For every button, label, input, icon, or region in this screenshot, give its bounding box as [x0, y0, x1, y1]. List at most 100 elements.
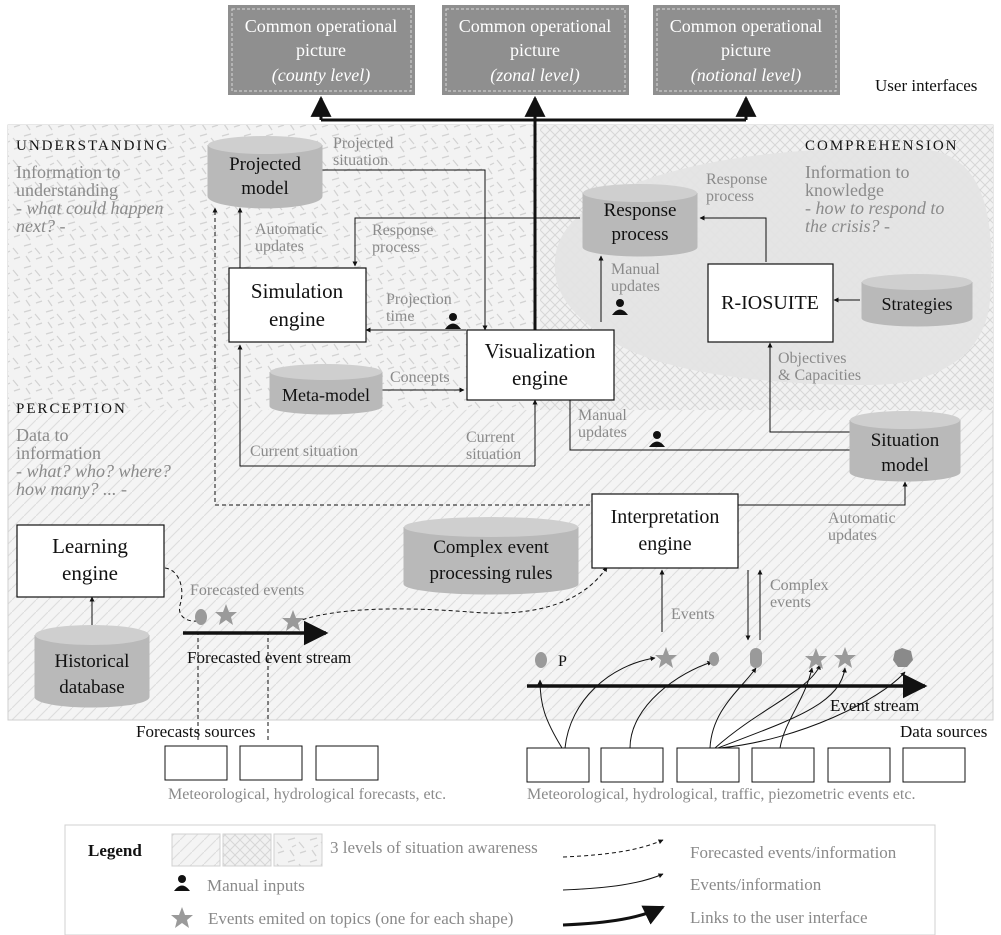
concepts-label: Concepts	[390, 369, 450, 386]
cop-box-notional[interactable]: Common operational picture (notional lev…	[653, 5, 840, 95]
forecasted-event-stream: Forecasted event stream	[183, 604, 351, 667]
projection-time-line2: time	[386, 308, 414, 325]
comprehension-title: COMPREHENSION	[805, 138, 959, 154]
comprehension-line1: Information to	[805, 162, 909, 182]
projected-situation-line1: Projected	[333, 135, 393, 152]
projected-model-node[interactable]: Projected model	[207, 136, 323, 209]
legend-dashed-arrow	[562, 839, 664, 858]
cop-county-line3: (county level)	[272, 65, 370, 86]
response-process-node[interactable]: Response process	[582, 184, 698, 257]
simulation-engine-node[interactable]: Simulation engine	[228, 267, 367, 343]
edge-labels: Projected situation Automatic updates Re…	[190, 135, 896, 623]
cop-zonal-line3: (zonal level)	[490, 65, 579, 86]
understanding-line4: next? -	[16, 216, 65, 236]
event-stream: P Event stream	[527, 647, 928, 715]
manual-updates-resp-line2: updates	[611, 278, 660, 295]
cop-county-line2: picture	[296, 40, 346, 60]
cop-county-line1: Common operational	[245, 16, 397, 36]
perception-line2: information	[16, 443, 101, 463]
comprehension-line2: knowledge	[805, 180, 884, 200]
forecast-star-icon	[282, 610, 304, 631]
user-interfaces-label: User interfaces	[875, 76, 977, 95]
response-process-top-line2: process	[706, 188, 754, 205]
interpretation-engine-line2: engine	[638, 533, 691, 555]
projected-model-line2: model	[241, 178, 289, 199]
forecast-source-box[interactable]	[164, 745, 228, 781]
legend-thick-arrow	[562, 905, 665, 927]
legend-events-info: Events/information	[690, 875, 822, 894]
current-situation-left: Current situation	[250, 443, 358, 460]
cep-rules-line2: processing rules	[430, 563, 553, 584]
complex-events-line2: events	[770, 594, 811, 611]
projection-time-line1: Projection	[386, 291, 452, 308]
meta-model-node[interactable]: Meta-model	[269, 364, 383, 415]
situation-model-node[interactable]: Situation model	[849, 411, 961, 482]
r-iosuite-label: R-IOSUITE	[721, 292, 819, 314]
response-process-edge-line1: Response	[372, 222, 433, 239]
projected-situation-line2: situation	[333, 152, 388, 169]
r-iosuite-node[interactable]: R-IOSUITE	[707, 263, 834, 343]
historical-database-line2: database	[59, 677, 124, 698]
response-process-line2: process	[612, 224, 669, 245]
data-source-box[interactable]	[526, 747, 590, 783]
event-star-icon	[805, 648, 827, 669]
historical-database-line1: Historical	[55, 651, 130, 672]
cop-zonal-line1: Common operational	[459, 16, 611, 36]
forecasts-sources: Forecasts sources Meteorological, hydrol…	[136, 722, 446, 803]
forecast-source-box[interactable]	[315, 745, 379, 781]
data-source-box[interactable]	[600, 747, 664, 783]
complex-events-line1: Complex	[770, 577, 829, 594]
nodes: Projected model Response process Simulat…	[16, 136, 973, 708]
objectives-line2: & Capacities	[778, 367, 861, 384]
interpretation-engine-node[interactable]: Interpretation engine	[591, 493, 739, 569]
learning-engine-node[interactable]: Learning engine	[16, 524, 165, 598]
understanding-title: UNDERSTANDING	[16, 138, 169, 154]
perception-title: PERCEPTION	[16, 401, 127, 417]
cop-boxes: Common operational picture (county level…	[228, 5, 977, 95]
historical-database-node[interactable]: Historical database	[34, 625, 150, 708]
data-sources: Data sources Meteorological, hydrologica…	[526, 722, 987, 803]
event-capsule-icon	[750, 648, 762, 668]
data-sources-title: Data sources	[900, 722, 987, 741]
situation-model-line2: model	[881, 455, 929, 476]
data-source-box[interactable]	[827, 747, 891, 783]
cep-rules-node[interactable]: Complex event processing rules	[403, 517, 579, 595]
data-source-box[interactable]	[902, 747, 966, 783]
cop-box-zonal[interactable]: Common operational picture (zonal level)	[442, 5, 629, 95]
person-icon	[612, 299, 628, 315]
cep-rules-line1: Complex event	[433, 537, 549, 558]
current-situation-mid-line2: situation	[466, 446, 521, 463]
perception-line1: Data to	[16, 425, 68, 445]
perception-line4: how many? ... -	[16, 479, 127, 499]
response-process-top-line1: Response	[706, 171, 767, 188]
data-source-box[interactable]	[751, 747, 815, 783]
response-process-edge-line2: process	[372, 239, 420, 256]
cop-box-county[interactable]: Common operational picture (county level…	[228, 5, 415, 95]
ui-links	[310, 95, 757, 330]
data-source-box[interactable]	[676, 747, 740, 783]
person-icon	[174, 875, 190, 891]
legend-events-topics: Events emited on topics (one for each sh…	[208, 909, 513, 928]
legend-swatch-understanding	[273, 833, 323, 867]
manual-updates-resp-line1: Manual	[611, 261, 660, 278]
visualization-engine-line1: Visualization	[485, 339, 596, 363]
strategies-node[interactable]: Strategies	[861, 274, 973, 327]
legend: Legend 3 levels of situation awareness M…	[64, 824, 936, 935]
understanding-line1: Information to	[16, 162, 120, 182]
event-hexagon-icon	[893, 648, 913, 667]
forecast-source-box[interactable]	[239, 745, 303, 781]
legend-forecasted: Forecasted events/information	[690, 843, 897, 862]
perception-line3: - what? who? where?	[16, 461, 171, 481]
data-caption: Meteorological, hydrological, traffic, p…	[527, 786, 915, 803]
strategies-label: Strategies	[882, 294, 953, 314]
event-stream-label: Event stream	[830, 696, 919, 715]
legend-levels: 3 levels of situation awareness	[330, 838, 538, 857]
automatic-updates-sit-line2: updates	[828, 527, 877, 544]
star-icon	[171, 907, 193, 928]
forecasted-events-label: Forecasted events	[190, 582, 304, 599]
event-star-icon	[834, 647, 856, 668]
manual-input-icons	[445, 299, 665, 447]
visualization-engine-node[interactable]: Visualization engine	[466, 329, 615, 401]
cop-zonal-line2: picture	[510, 40, 560, 60]
